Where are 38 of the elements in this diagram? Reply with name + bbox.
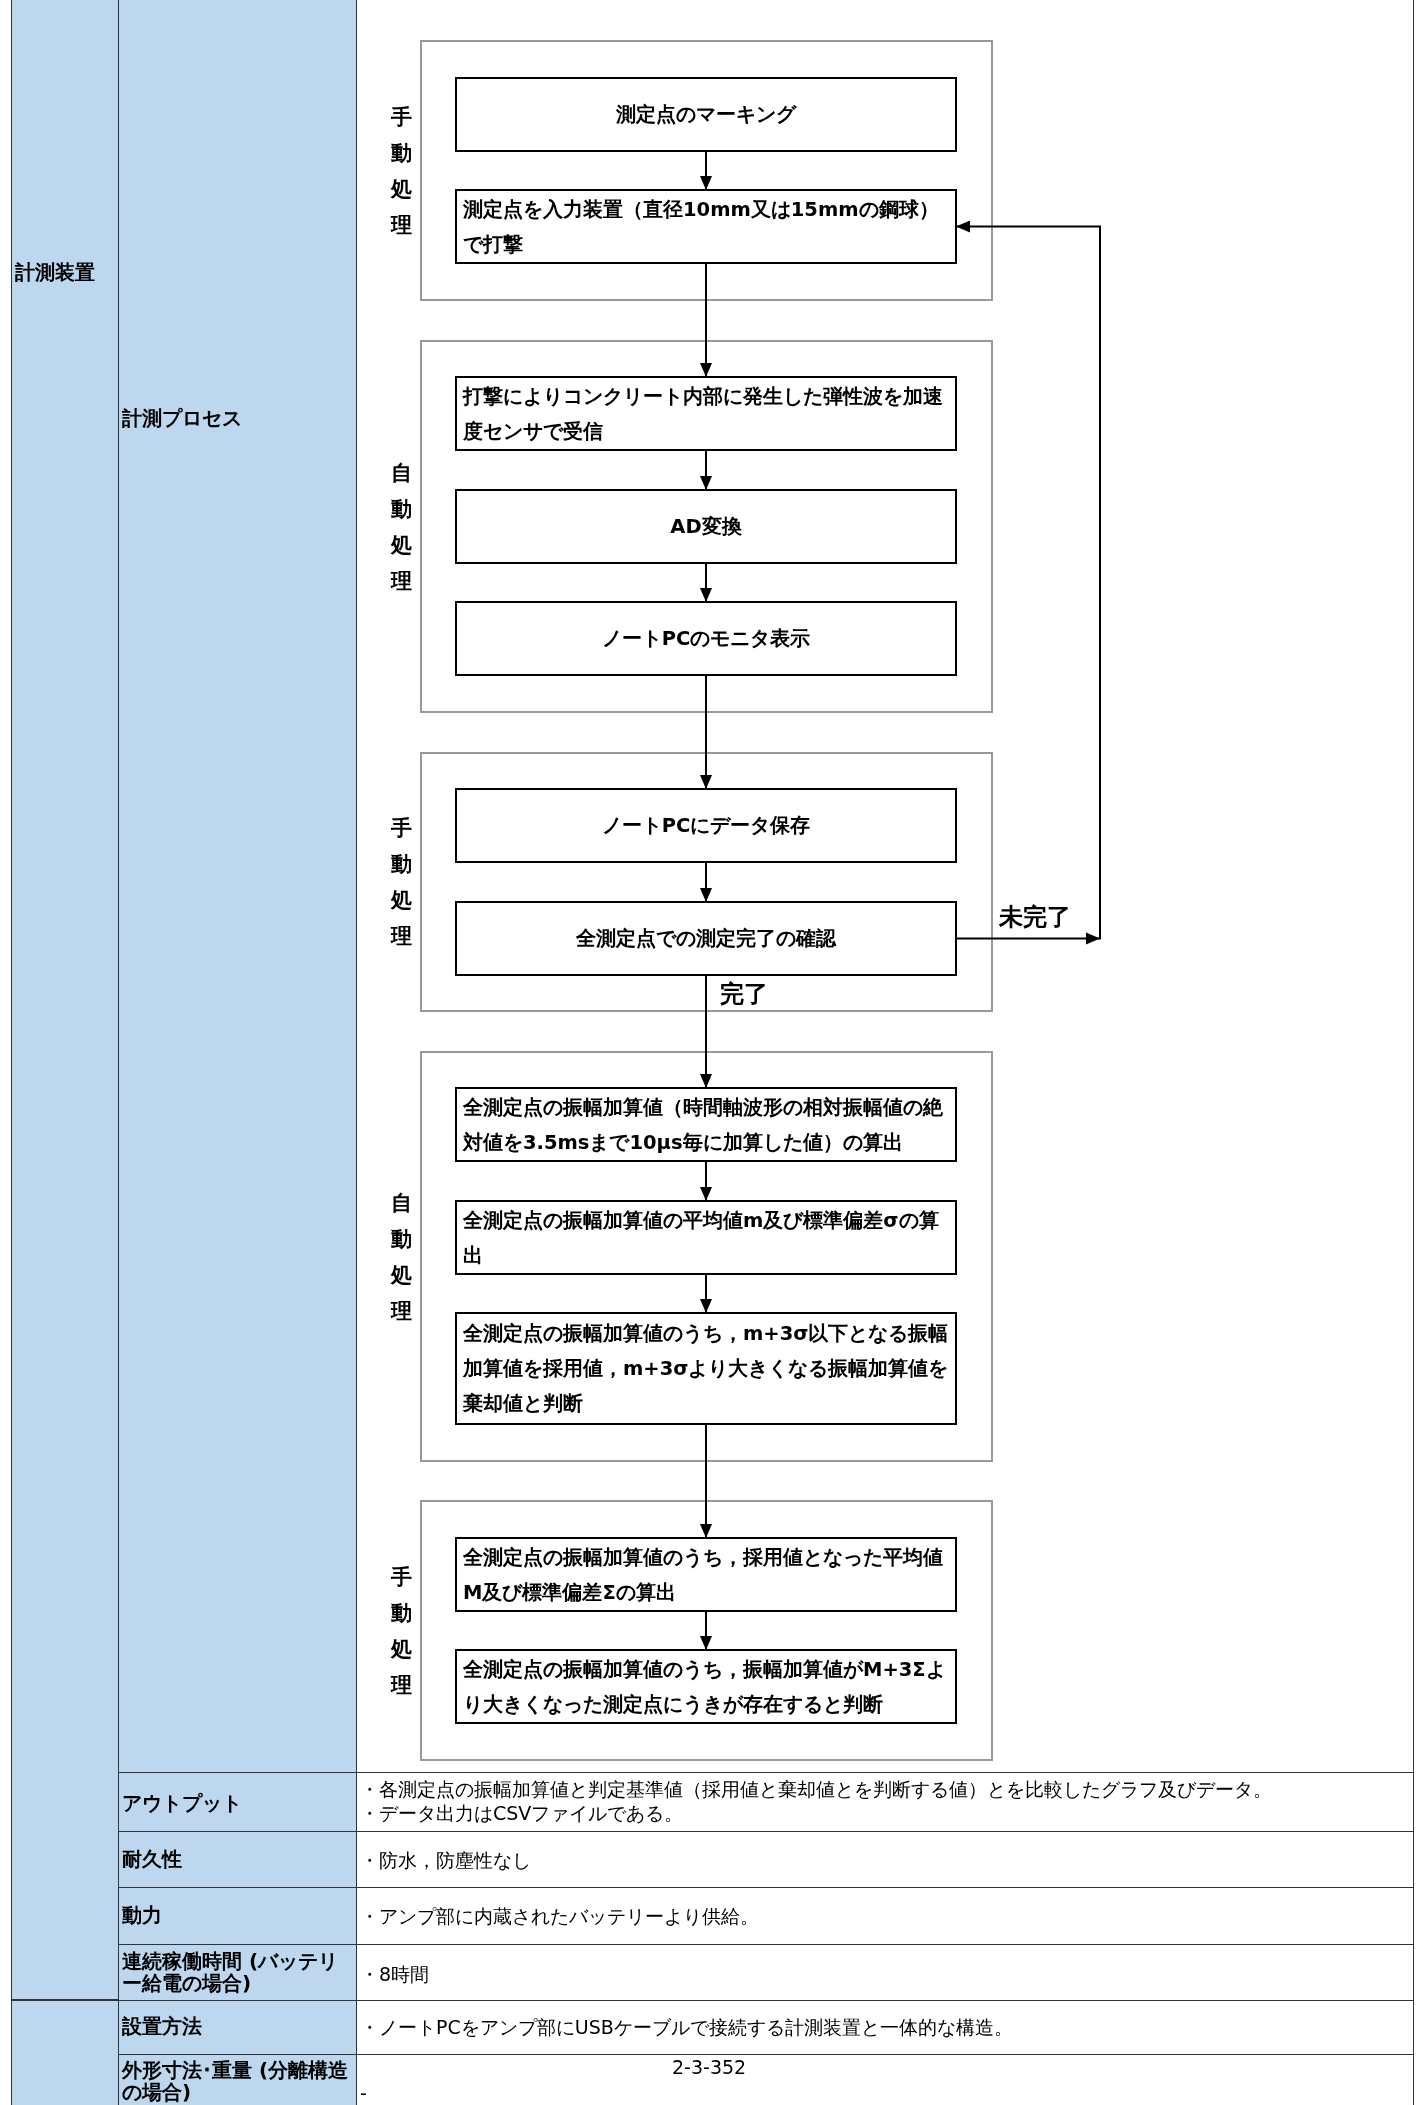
arrow bbox=[700, 1611, 712, 1650]
arrow bbox=[956, 220, 1101, 945]
arrow bbox=[700, 263, 712, 377]
group-label: 手動処理 bbox=[389, 103, 413, 239]
process-box: 全測定点の振幅加算値のうち，振幅加算値がM+3Σより大きくなった測定点にうきが存在すると判断 bbox=[455, 1649, 957, 1724]
process-box: 全測定点の振幅加算値のうち，採用値となった平均値M及び標準偏差Σの算出 bbox=[455, 1537, 957, 1612]
process-box: 全測定点の振幅加算値の平均値m及び標準偏差σの算出 bbox=[455, 1200, 957, 1275]
arrow bbox=[700, 862, 712, 902]
process-box: 打撃によりコンクリート内部に発生した弾性波を加速度センサで受信 bbox=[455, 376, 957, 451]
process-box: ノートPCのモニタ表示 bbox=[455, 601, 957, 676]
process-box: AD変換 bbox=[455, 489, 957, 564]
group-label: 手動処理 bbox=[389, 1563, 413, 1699]
header-cell: 外形寸法･重量 (分離構造の場合) bbox=[118, 2054, 357, 2105]
arrow bbox=[700, 975, 712, 1088]
process-box: 全測定点の振幅加算値のうち，m+3σ以下となる振幅加算値を採用値，m+3σより大きくなる振幅加算値を棄却値と判断 bbox=[455, 1312, 957, 1425]
arrow bbox=[700, 151, 712, 190]
arrow bbox=[700, 563, 712, 602]
process-box: 全測定点での測定完了の確認 bbox=[455, 901, 957, 976]
header-cell: 設置方法 bbox=[118, 2000, 357, 2055]
arrow bbox=[700, 1424, 712, 1538]
arrow bbox=[700, 675, 712, 789]
arrow bbox=[700, 1161, 712, 1201]
header-cell: アウトプット bbox=[118, 1772, 357, 1832]
header-cell: 計測装置 bbox=[11, 0, 119, 2000]
header-cell: 耐久性 bbox=[118, 1831, 357, 1888]
header-cell: 動力 bbox=[118, 1887, 357, 1945]
header-cell: 連続稼働時間 (バッテリー給電の場合) bbox=[118, 1944, 357, 2001]
group-label: 自動処理 bbox=[389, 459, 413, 595]
header-cell: 計測プロセス bbox=[118, 0, 357, 1773]
process-box: ノートPCにデータ保存 bbox=[455, 788, 957, 863]
process-box: 測定点のマーキング bbox=[455, 77, 957, 152]
page-number: 2-3-352 bbox=[672, 2056, 747, 2078]
group-label: 自動処理 bbox=[389, 1189, 413, 1325]
arrow bbox=[700, 450, 712, 490]
process-box: 全測定点の振幅加算値（時間軸波形の相対振幅値の絶対値を3.5msまで10μs毎に加算した値）の算出 bbox=[455, 1087, 957, 1162]
arrow bbox=[700, 1274, 712, 1313]
group-label: 手動処理 bbox=[389, 815, 413, 950]
process-box: 測定点を入力装置（直径10mm又は15mmの鋼球）で打撃 bbox=[455, 189, 957, 264]
